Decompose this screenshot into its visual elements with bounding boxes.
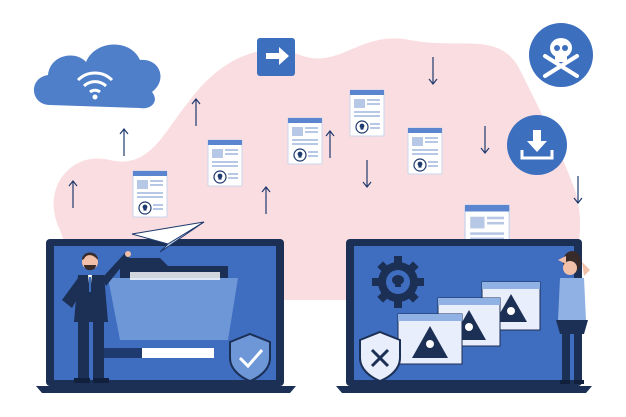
cloud-wifi-icon: [33, 44, 161, 109]
right-laptop: [336, 239, 592, 393]
infected-document: [132, 170, 168, 218]
infected-document: [287, 117, 323, 165]
paper-plane-icon: [131, 221, 205, 253]
folder-icon: [108, 258, 238, 340]
shield-x-icon: [359, 330, 401, 383]
progress-bar: [102, 348, 214, 358]
businessman-figure: [62, 251, 131, 383]
arrow-right-icon: [257, 38, 295, 76]
infected-document: [207, 139, 243, 187]
infected-document: [349, 89, 385, 137]
infected-document: [407, 127, 443, 175]
worried-woman-figure: [556, 251, 590, 384]
download-icon: [507, 115, 567, 175]
shield-check-icon: [229, 332, 271, 383]
skull-crossbones-icon: [529, 23, 593, 87]
gear-skull-icon: [372, 256, 424, 308]
warning-window: [397, 313, 463, 365]
